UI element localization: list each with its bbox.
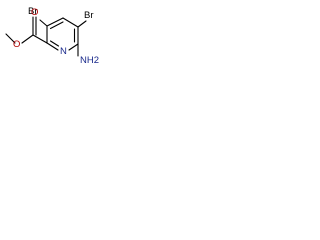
amine-label: NH2 [80, 55, 99, 66]
ring-nitrogen-label: N [60, 46, 67, 57]
ester-oxygen-label: O [13, 39, 20, 50]
bond-c5-br [77, 20, 87, 28]
bond-c4-c5 [62, 17, 79, 28]
br-right-label: Br [84, 10, 94, 21]
br-top-label: Br [28, 6, 38, 17]
bond-c3-br [39, 19, 48, 27]
bond-double-c2-n1 [49, 40, 60, 47]
molecule-structure: Br Br N NH2 O O [5, 6, 99, 66]
bond-c6-n1 [68, 43, 79, 51]
bond-c3-c4 [46, 17, 64, 27]
carbonyl-oxygen-label: O [31, 7, 38, 18]
structure-canvas: Br Br N NH2 O O [0, 0, 107, 85]
bond-ester-c-o-single [21, 34, 34, 44]
bond-ester-o-methyl [5, 33, 16, 44]
bond-double-c3-c4 [49, 21, 64, 30]
bond-n1-c2 [46, 42, 59, 51]
bond-c2-ester-carbon [32, 34, 48, 44]
